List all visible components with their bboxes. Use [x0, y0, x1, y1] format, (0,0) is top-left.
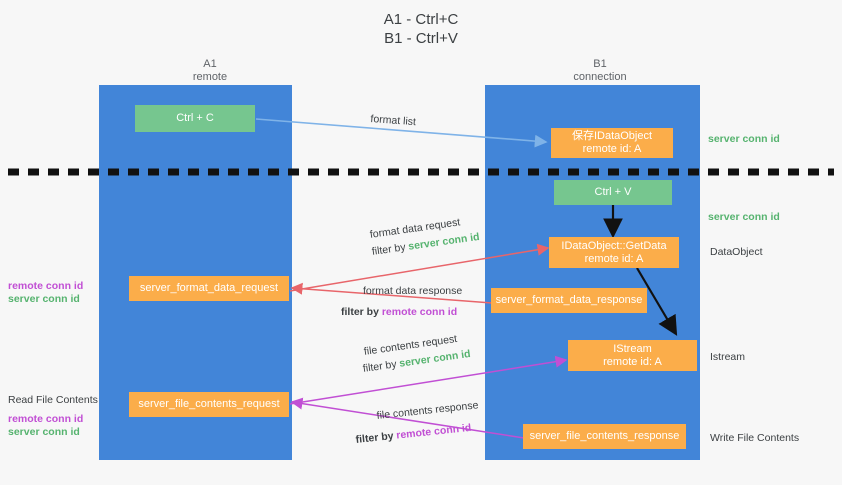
- node-server-format-data-response-label: server_format_data_response: [495, 294, 643, 306]
- column-b1-sub: connection: [573, 71, 627, 83]
- filter-prefix: filter by: [355, 429, 397, 446]
- edge-label-file-contents-response: file contents response: [376, 399, 479, 422]
- annotation-server-conn-id-1: server conn id: [8, 293, 80, 305]
- node-server-file-contents-request-label: server_file_contents_request: [138, 398, 280, 410]
- title-line-2: B1 - Ctrl+V: [384, 30, 458, 47]
- annotation-istream: Istream: [710, 351, 746, 363]
- annotation-remote-conn-id-2: remote conn id: [8, 413, 84, 425]
- edge-label-format-data-response-filter: filter by remote conn id: [341, 305, 457, 319]
- annotation-server-conn-id-2: server conn id: [8, 426, 80, 438]
- node-server-file-contents-response[interactable]: server_file_contents_response: [523, 424, 686, 449]
- filter-prefix: filter by: [371, 240, 410, 258]
- edge-label-file-contents-response-filter: filter by remote conn id: [355, 421, 472, 447]
- node-istream[interactable]: IStream remote id: A: [568, 340, 697, 371]
- annotation-write-file-contents: Write File Contents: [710, 432, 800, 444]
- edge-label-format-data-response: format data response: [363, 285, 463, 297]
- column-b1-name: B1: [593, 58, 607, 70]
- title-line-1: A1 - Ctrl+C: [383, 11, 459, 28]
- node-getdata-line2: remote id: A: [584, 252, 644, 265]
- annotation-remote-conn-id-1: remote conn id: [8, 280, 84, 292]
- node-ctrl-c[interactable]: Ctrl + C: [135, 105, 255, 132]
- filter-value-remote-conn-id: remote conn id: [381, 306, 458, 318]
- annotation-dataobject: DataObject: [710, 246, 763, 258]
- annotation-read-file-contents: Read File Contents: [8, 394, 98, 406]
- node-server-format-data-request-label: server_format_data_request: [139, 282, 279, 294]
- filter-prefix: filter by: [362, 357, 401, 375]
- node-ctrl-v[interactable]: Ctrl + V: [554, 180, 672, 205]
- node-save-idataobject[interactable]: 保存IDataObject remote id: A: [551, 128, 673, 158]
- annotation-server-conn-id-mid: server conn id: [708, 211, 780, 223]
- edge-label-format-list: format list: [370, 112, 417, 129]
- node-ctrl-c-label: Ctrl + C: [176, 112, 214, 124]
- node-ctrl-v-label: Ctrl + V: [594, 186, 632, 198]
- node-save-idataobject-line2: remote id: A: [582, 143, 642, 155]
- node-getdata-line1: IDataObject::GetData: [561, 239, 667, 252]
- node-server-format-data-request[interactable]: server_format_data_request: [129, 276, 289, 301]
- column-a1-sub: remote: [192, 71, 228, 83]
- column-a1-name: A1: [203, 58, 217, 70]
- node-server-file-contents-request[interactable]: server_file_contents_request: [129, 392, 289, 417]
- node-istream-line1: IStream: [613, 342, 652, 355]
- page-title: A1 - Ctrl+C B1 - Ctrl+V: [0, 10, 842, 48]
- node-idataobject-getdata[interactable]: IDataObject::GetData remote id: A: [549, 237, 679, 268]
- node-save-idataobject-line1: 保存IDataObject: [571, 130, 653, 142]
- node-server-format-data-response[interactable]: server_format_data_response: [491, 288, 647, 313]
- node-server-file-contents-response-label: server_file_contents_response: [529, 430, 680, 442]
- node-istream-line2: remote id: A: [603, 355, 662, 368]
- annotation-server-conn-id-top: server conn id: [708, 133, 780, 145]
- column-header-b1: B1 connection: [510, 58, 690, 84]
- filter-value-remote-conn-id: remote conn id: [395, 421, 472, 442]
- column-header-a1: A1 remote: [120, 58, 300, 84]
- filter-prefix: filter by: [341, 306, 382, 318]
